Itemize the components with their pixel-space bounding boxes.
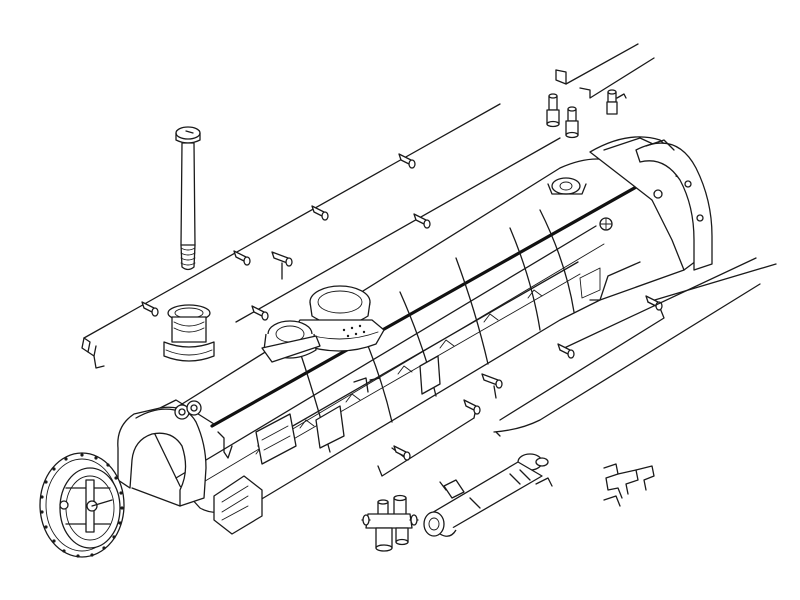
boiler [149, 136, 709, 535]
long-bolt [175, 126, 201, 271]
feed-pump [423, 453, 553, 537]
chimney [163, 304, 215, 362]
smokebox-door [39, 452, 125, 558]
safety-valve-base [261, 320, 321, 363]
air-pump [361, 494, 419, 552]
pipe-rods [377, 257, 761, 477]
smokebox-front-ring [117, 400, 207, 507]
firebox-backhead [635, 139, 713, 271]
handrail-left [81, 103, 501, 369]
handrail-knobs [141, 153, 416, 317]
small-fittings [546, 43, 655, 139]
handrail-right [235, 137, 561, 323]
wire-bracket [603, 463, 655, 507]
